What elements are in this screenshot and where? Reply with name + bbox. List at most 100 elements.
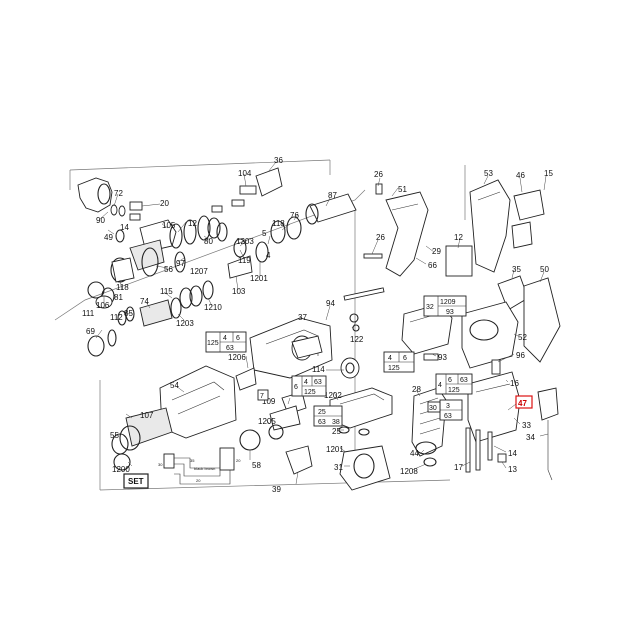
label-103: 103: [232, 287, 246, 296]
part-26: [375, 183, 383, 195]
label-112: 112: [110, 313, 123, 322]
callout-box-32-1209-93: 32 1209 93: [423, 295, 467, 317]
part-122-small: [352, 324, 360, 332]
label-37: 37: [298, 313, 307, 322]
label-69: 69: [86, 327, 95, 336]
part-number-labels: 36 104 72 20 90 14 49 105 12 80 97 56 81…: [82, 156, 553, 494]
box7-a: 7: [260, 393, 264, 400]
label-1210: 1210: [204, 303, 222, 312]
shaft-cluster: [207, 167, 357, 279]
set-logo: SET: [123, 473, 149, 489]
part-118-ring2: [270, 220, 286, 244]
box4-6-125-a: 4: [388, 355, 392, 362]
label-44: 44: [410, 449, 419, 458]
label-115: 115: [160, 287, 173, 296]
label-90: 90: [96, 216, 105, 225]
part-96: [491, 359, 501, 375]
label-1205: 1205: [258, 417, 276, 426]
label-118b: 118: [116, 283, 129, 292]
highlight-label-47: 47: [518, 399, 527, 408]
box6-4-63-125-c: 63: [314, 379, 322, 386]
part-44-ring: [415, 441, 437, 455]
part-1201-block: [291, 335, 323, 359]
label-58: 58: [252, 461, 261, 470]
label-49: 49: [104, 233, 113, 242]
label-33: 33: [522, 421, 531, 430]
part-53: [469, 179, 511, 273]
label-14: 14: [120, 223, 129, 232]
highlight-box-47: [515, 395, 533, 409]
chuck-part-90: [77, 177, 113, 213]
part-69-ring: [87, 335, 105, 357]
gear-train: [87, 280, 214, 357]
box6-4-63-125-b: 4: [304, 379, 308, 386]
part-115-ring: [179, 287, 193, 309]
part-58-ring: [239, 429, 261, 451]
box3-63-a: 3: [446, 403, 450, 410]
box32-a: 32: [426, 304, 434, 311]
part-34-cable: [547, 420, 553, 481]
part-49: [115, 229, 125, 243]
label-25: 25: [332, 427, 341, 436]
part-94-gear: [340, 357, 360, 379]
label-50: 50: [540, 265, 549, 274]
part-1203-ring: [207, 217, 221, 239]
box4-6-125-c: 125: [388, 365, 400, 372]
label-1203: 1203: [236, 237, 254, 246]
label-14b: 14: [508, 449, 517, 458]
label-80: 80: [204, 237, 213, 246]
part-1201-ring: [255, 241, 269, 263]
box25-63-38: 38: [332, 419, 340, 426]
box125-b: 4: [223, 335, 227, 342]
part-54: [159, 365, 237, 439]
part-104: [239, 185, 257, 195]
callout-box-25-63: 25 63 38: [313, 405, 343, 427]
label-55: 55: [110, 431, 119, 440]
label-66: 66: [428, 261, 437, 270]
label-93: 93: [438, 353, 447, 362]
base-plate: [329, 387, 393, 491]
label-31: 31: [334, 463, 343, 472]
schematic-label-20b: 20: [196, 478, 201, 483]
part-69b-ring: [107, 329, 117, 347]
part-31: [339, 445, 391, 491]
part-1200-ring: [113, 453, 131, 471]
callout-box-3-63: 3 63: [439, 399, 463, 421]
chuck-ring: [97, 183, 111, 205]
label-106: 106: [96, 301, 110, 310]
handle-top: [343, 183, 429, 301]
schematic-label-20: 20: [236, 458, 241, 463]
box125-c: 6: [236, 335, 240, 342]
part-93: [423, 353, 439, 361]
box125-d: 63: [226, 345, 234, 352]
part-36: [255, 167, 283, 197]
wiring-schematic: 30 20 35 20 black brown: [158, 447, 241, 485]
label-54: 54: [170, 381, 179, 390]
part-85-ring: [125, 306, 135, 322]
schematic-block-2: [219, 447, 235, 471]
label-76: 76: [290, 211, 299, 220]
part-115b-ring: [189, 285, 203, 307]
part-14b: [487, 431, 493, 461]
label-72: 72: [114, 189, 123, 198]
box4-6-63-b: 6: [448, 377, 452, 384]
part-46: [513, 189, 545, 221]
part-12b: [445, 245, 473, 277]
label-20: 20: [160, 199, 169, 208]
box25-63-b: 63: [318, 419, 326, 426]
schematic-label-wire: black brown: [194, 466, 215, 471]
label-96: 96: [516, 351, 525, 360]
part-74: [139, 299, 173, 327]
label-87: 87: [328, 191, 337, 200]
part-1208-ring: [423, 457, 437, 467]
label-26: 26: [374, 170, 383, 179]
part-80b-ring: [197, 215, 211, 241]
label-1203b: 1203: [176, 319, 194, 328]
schematic-label-30: 30: [158, 462, 163, 467]
part-1206: [235, 367, 257, 391]
label-28: 28: [412, 385, 421, 394]
callout-box-7: 7: [257, 389, 269, 401]
part-25b-ring: [358, 428, 370, 436]
label-17: 17: [454, 463, 463, 472]
part-34-plug: [537, 387, 559, 421]
